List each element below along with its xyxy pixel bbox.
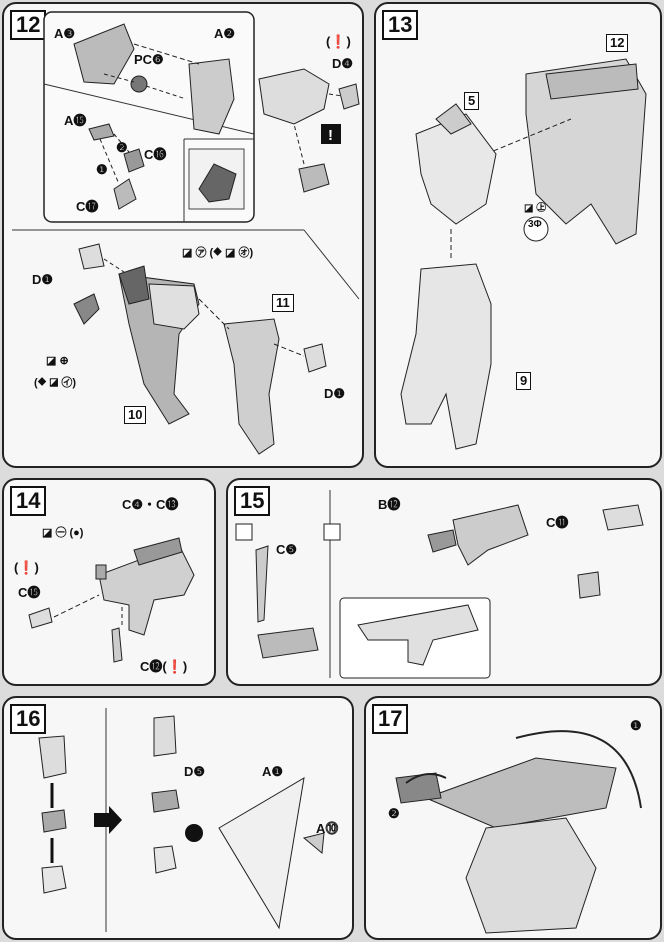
ref-box-5: 5 — [464, 92, 480, 110]
number-1: ❶ — [96, 162, 108, 177]
part-label-a1: A❶ — [262, 764, 284, 779]
part-label-c11: C⓫ — [546, 515, 569, 530]
ref-box-12: 12 — [606, 34, 629, 52]
step-13-panel: 13 12 5 9 ◪ ㊤ 3Φ — [374, 2, 662, 468]
part-label-c12: C⓬(❗) — [140, 659, 188, 674]
part-label-a3: A❸ — [54, 26, 76, 41]
step-16-illustration — [38, 708, 325, 932]
note-marking: ◪ ㊤ — [524, 203, 547, 214]
ref-box-10: 10 — [124, 406, 147, 424]
part-label-b12: B⓬ — [378, 497, 401, 512]
number-2: ❷ — [116, 140, 128, 155]
part-label-c17: C⓱ — [76, 199, 99, 214]
step-13-illustration — [400, 58, 647, 450]
step-number: 14 — [10, 486, 47, 516]
stamp-label: 3Φ — [528, 219, 542, 230]
part-label-a2: A❷ — [214, 26, 236, 41]
note-marking-1: ◪ ㋐ (⯁ ◪ ㋔) — [182, 247, 254, 259]
caution-label: (❗) — [326, 34, 351, 49]
part-label-c16: C⓰ — [144, 147, 167, 162]
number-1: ❶ — [630, 718, 642, 733]
step-number: 15 — [234, 486, 271, 516]
step-15-panel: 15 B⓬ C⓫ C❺ — [226, 478, 662, 686]
step-number: 13 — [382, 10, 419, 40]
step-16-panel: 16 D❺ A❶ A⓾ — [2, 696, 354, 940]
step-17-panel: 17 ❶ ❷ — [364, 696, 662, 940]
part-label-d1-right: D❶ — [324, 386, 346, 401]
ref-box-11: 11 — [272, 294, 294, 312]
step-14-illustration — [28, 537, 195, 663]
note-marking-2: ◪ ⊕ — [46, 355, 69, 367]
step-12-panel: 12 ! — [2, 2, 364, 468]
part-label-c15: C⓯ — [18, 585, 41, 600]
step-number: 12 — [10, 10, 47, 40]
part-label-pc: PC❻ — [134, 52, 164, 67]
step-number: 16 — [10, 704, 47, 734]
step-12-illustration: ! — [12, 11, 360, 455]
step-14-panel: 14 C❹・C⓭ ◪ ㊀ (●) (❗) C⓯ C⓬(❗) — [2, 478, 216, 686]
note-marking: ◪ ㊀ (●) — [42, 527, 84, 539]
step-17-illustration — [395, 730, 642, 934]
part-label-a15: A⓯ — [64, 113, 87, 128]
number-2: ❷ — [388, 806, 400, 821]
ref-box-9: 9 — [516, 372, 532, 390]
caution-label: (❗) — [14, 560, 39, 575]
part-label-d1-left: D❶ — [32, 272, 54, 287]
step-number: 17 — [372, 704, 409, 734]
part-label-c5: C❺ — [276, 542, 298, 557]
note-marking-3: (⯁ ◪ ㋑) — [34, 377, 77, 389]
step-15-illustration — [235, 490, 644, 679]
part-label-c4-c13: C❹・C⓭ — [122, 497, 179, 512]
part-label-d4: D❹ — [332, 56, 354, 71]
svg-text:!: ! — [328, 127, 333, 144]
part-label-a10: A⓾ — [316, 821, 339, 836]
part-label-d5: D❺ — [184, 764, 206, 779]
